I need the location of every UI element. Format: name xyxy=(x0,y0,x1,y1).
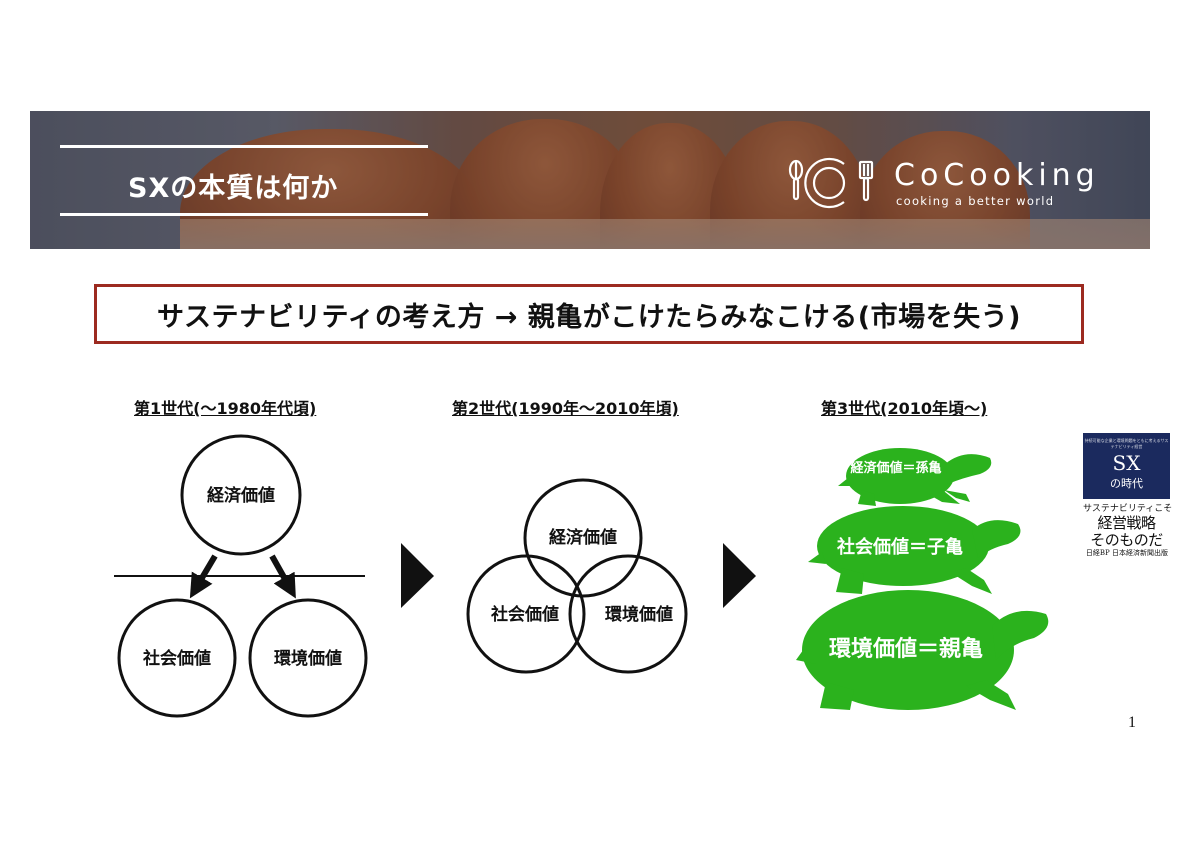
gen2-label: 第2世代(1990年〜2010年頃) xyxy=(452,399,679,418)
turtle-medium xyxy=(808,506,1021,594)
turtle-large-text: 環境価値＝親亀 xyxy=(829,636,983,662)
gen1-circle-economic xyxy=(180,434,302,556)
gen2-economic-text: 経済価値 xyxy=(549,527,617,548)
gen1-label: 第1世代(〜1980年代頃) xyxy=(134,399,317,418)
gen2-circle-economic xyxy=(523,478,643,598)
next-arrow-2 xyxy=(723,543,756,608)
gen1-environment-text: 環境価値 xyxy=(274,648,342,669)
book-blurb: 持続可能な企業と環境問題をともに考えるサステナビリティ経営 xyxy=(1084,438,1169,449)
bread-crumb xyxy=(180,219,1150,249)
utensils-plate-icon xyxy=(788,157,874,209)
banner-overlay xyxy=(30,111,1150,249)
header-banner: SXの本質は何か CoCooking cooking a better worl… xyxy=(30,111,1150,249)
gen1-arrow-left xyxy=(189,554,218,599)
slide-title: SXの本質は何か xyxy=(128,173,339,204)
book-subtitle-2: 経営戦略 xyxy=(1097,514,1156,532)
gen1-economic-text: 経済価値 xyxy=(207,485,275,506)
book-subtitle-3: そのものだ xyxy=(1090,531,1163,549)
book-title-sub: の時代 xyxy=(1110,477,1143,490)
next-arrow-1 xyxy=(401,543,434,608)
logo-tagline: cooking a better world xyxy=(896,194,1055,208)
headline-box: サステナビリティの考え方 → 親亀がこけたらみなこける(市場を失う) xyxy=(94,284,1084,344)
gen2-circle-social xyxy=(466,554,586,674)
gen2-diagram: 経済価値 社会価値 環境価値 xyxy=(466,478,688,674)
book-cover: 持続可能な企業と環境問題をともに考えるサステナビリティ経営 SX の時代 サステ… xyxy=(1083,433,1173,559)
gen1-social-text: 社会価値 xyxy=(142,648,211,669)
gen1-circle-environment xyxy=(248,598,368,718)
gen1-circle-social xyxy=(117,598,237,718)
headline-text: サステナビリティの考え方 → 親亀がこけたらみなこける(市場を失う) xyxy=(157,301,1021,333)
book-subtitle-1: サステナビリティこそ xyxy=(1083,504,1173,514)
turtle-small xyxy=(838,448,992,506)
page-number: 1 xyxy=(1128,714,1136,731)
title-rule-top xyxy=(60,145,428,148)
gen3-label: 第3世代(2010年頃〜) xyxy=(821,399,988,418)
gen3-diagram: 経済価値＝孫亀 社会価値＝子亀 環境価値＝親亀 xyxy=(796,448,1049,710)
book-publisher: 日経BP 日本経済新聞出版 xyxy=(1085,549,1168,557)
book-title-main: SX xyxy=(1112,451,1141,475)
gen2-environment-text: 環境価値 xyxy=(605,604,673,625)
gen1-arrow-right xyxy=(269,554,296,599)
logo-name: CoCooking xyxy=(894,158,1100,193)
gen1-diagram: 経済価値 社会価値 環境価値 xyxy=(114,434,368,718)
turtle-small-text: 経済価値＝孫亀 xyxy=(850,460,941,476)
cocooking-logo: CoCooking cooking a better world xyxy=(782,152,1122,212)
gen2-social-text: 社会価値 xyxy=(490,604,559,625)
turtle-medium-text: 社会価値＝子亀 xyxy=(837,536,963,558)
turtle-large xyxy=(796,590,1049,710)
title-rule-bottom xyxy=(60,213,428,216)
book-cover-top: 持続可能な企業と環境問題をともに考えるサステナビリティ経営 SX の時代 xyxy=(1083,433,1170,499)
gen2-circle-environment xyxy=(568,554,688,674)
